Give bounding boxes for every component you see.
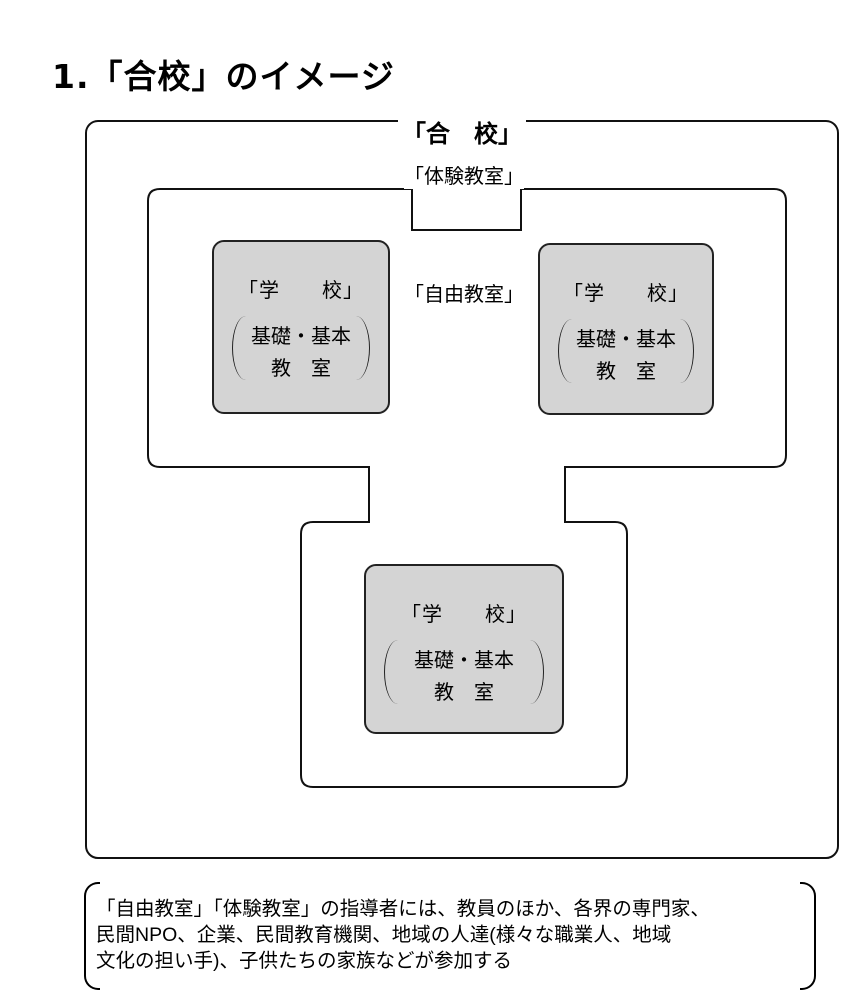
gakkou-label: 「合 校」	[398, 114, 526, 149]
school-label: 「学 校」	[563, 281, 689, 305]
school-box: 「学 校」 基礎・基本 教 室	[364, 564, 564, 734]
parentheses	[232, 316, 370, 380]
school-sublabel: 基礎・基本	[414, 648, 514, 672]
experience-classroom-boundary	[147, 188, 787, 788]
note-line: 文化の担い手)、子供たちの家族などが参加する	[96, 950, 512, 972]
note-text: 「自由教室」「体験教室」の指導者には、教員のほか、各界の専門家、 民間NPO、企…	[96, 896, 710, 974]
school-label: 「学 校」	[238, 278, 364, 302]
school-sublabel: 教 室	[271, 356, 331, 380]
school-box: 「学 校」 基礎・基本 教 室	[538, 243, 714, 415]
note-box: 「自由教室」「体験教室」の指導者には、教員のほか、各界の専門家、 民間NPO、企…	[84, 882, 816, 990]
note-line: 「自由教室」「体験教室」の指導者には、教員のほか、各界の専門家、	[96, 898, 710, 920]
school-sublabel: 教 室	[434, 680, 494, 704]
school-box: 「学 校」 基礎・基本 教 室	[212, 240, 390, 414]
page-title: 1.「合校」のイメージ	[52, 57, 395, 96]
gakkou-outer-boundary	[85, 120, 839, 859]
note-line: 民間NPO、企業、民間教育機関、地域の人達(様々な職業人、地域	[96, 924, 672, 946]
free-classroom-label: 「自由教室」	[404, 278, 524, 307]
parentheses	[384, 640, 544, 704]
school-sublabel: 基礎・基本	[576, 327, 676, 351]
experience-classroom-label: 「体験教室」	[404, 160, 524, 189]
left-bracket	[84, 882, 100, 990]
right-bracket	[800, 882, 816, 990]
parentheses	[558, 319, 694, 383]
school-sublabel: 基礎・基本	[251, 324, 351, 348]
school-label: 「学 校」	[401, 602, 527, 626]
school-sublabel: 教 室	[596, 359, 656, 383]
